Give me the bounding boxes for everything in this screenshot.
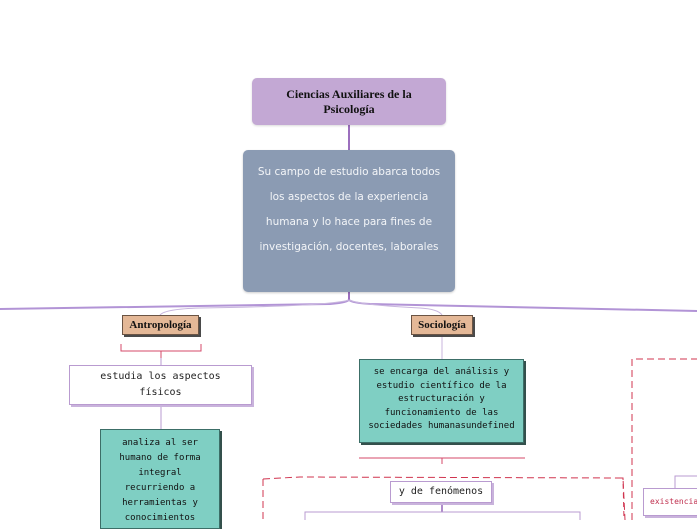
root-node[interactable]: Ciencias Auxiliares de la Psicología: [252, 78, 446, 125]
connector-left-main: [0, 299, 350, 310]
fenomenos-text: y de fenómenos: [398, 486, 484, 497]
bracket-antropologia: [120, 344, 202, 352]
connector-fenomenos-children: [304, 511, 581, 520]
sociologia-child-text: se encarga del análisis y estudio cientí…: [368, 367, 515, 431]
sociologia-node[interactable]: Sociología: [411, 315, 473, 335]
integral-text: analiza al ser humano de forma integral …: [119, 438, 201, 523]
description-text: Su campo de estudio abarca todos los asp…: [257, 166, 441, 253]
connector-existencia: [674, 475, 697, 488]
fisicos-node[interactable]: estudia los aspectos físicos: [69, 365, 252, 405]
connector-sociologia: [348, 299, 443, 316]
sociologia-child-node[interactable]: se encarga del análisis y estudio cientí…: [359, 359, 524, 443]
sociologia-label: Sociología: [418, 319, 466, 331]
connector-antropologia: [159, 299, 350, 316]
description-node[interactable]: Su campo de estudio abarca todos los asp…: [243, 150, 455, 292]
antropologia-label: Antropología: [129, 319, 192, 331]
fisicos-text: estudia los aspectos físicos: [100, 371, 221, 398]
existencia-text: existencia: [650, 497, 697, 506]
antropologia-node[interactable]: Antropología: [122, 315, 199, 335]
root-title: Ciencias Auxiliares de la Psicología: [286, 86, 412, 116]
connector-right-main: [348, 299, 697, 312]
existencia-node[interactable]: existencia: [643, 488, 697, 516]
integral-node[interactable]: analiza al ser humano de forma integral …: [100, 429, 220, 529]
fenomenos-node[interactable]: y de fenómenos: [390, 481, 492, 503]
